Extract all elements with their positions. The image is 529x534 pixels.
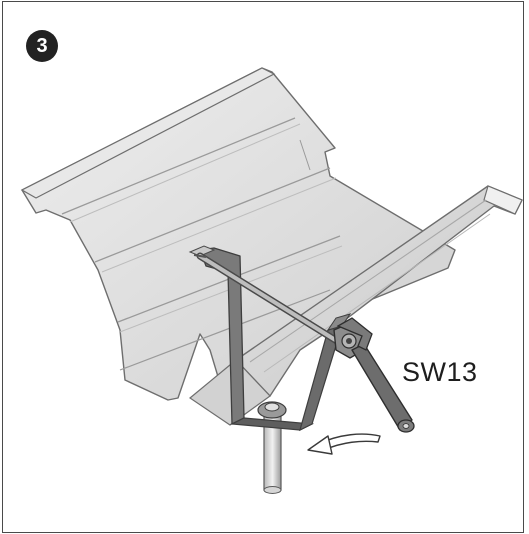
support-post-icon bbox=[263, 414, 282, 494]
base-nut-icon bbox=[257, 401, 287, 419]
gutter-channel-icon bbox=[188, 185, 523, 426]
wrench-icon bbox=[336, 317, 415, 433]
trapezoid-sheet-icon bbox=[20, 67, 456, 401]
clamp-bracket-icon bbox=[188, 245, 352, 432]
rotation-arrow-icon bbox=[307, 433, 381, 455]
step-number-badge: 3 bbox=[26, 30, 58, 62]
threaded-rod-icon bbox=[193, 252, 349, 350]
wrench-size-label: SW13 bbox=[402, 357, 478, 387]
